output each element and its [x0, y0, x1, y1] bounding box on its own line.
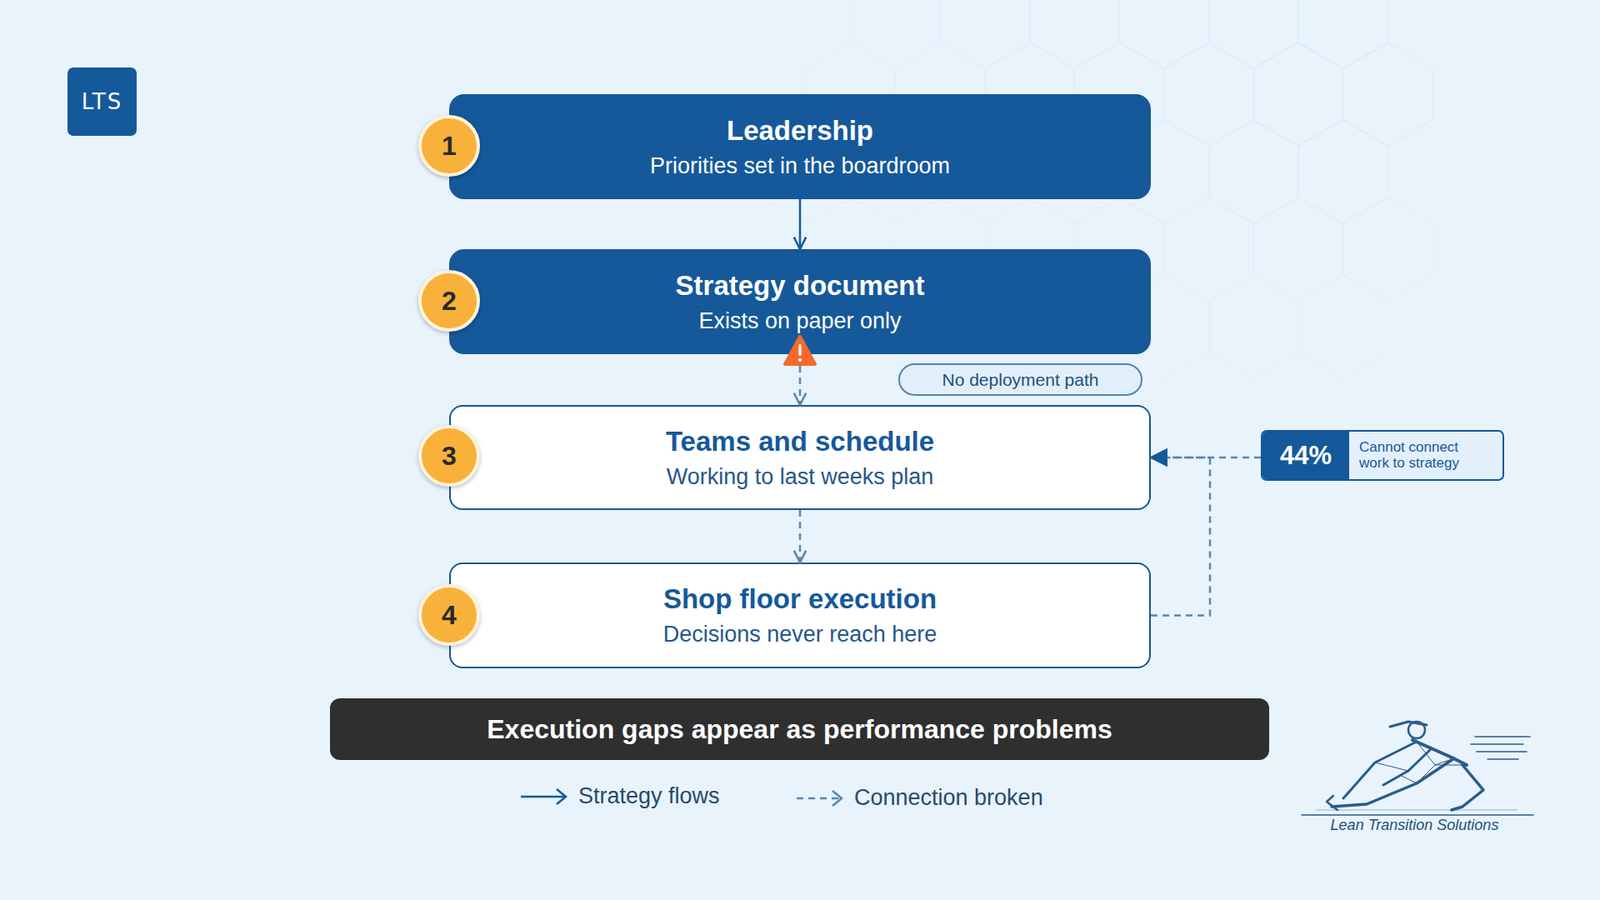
- background-hexagon: [1298, 120, 1388, 224]
- background-hexagon: [761, 0, 851, 69]
- broken-connector: [1150, 457, 1210, 616]
- step-number: 3: [418, 425, 480, 487]
- background-hexagon: [1030, 0, 1120, 69]
- box-title: Shop floor execution: [663, 583, 937, 615]
- box-subtitle: Working to last weeks plan: [666, 464, 935, 490]
- statistic-value: 44%: [1262, 431, 1350, 480]
- broken-connector: [799, 354, 802, 405]
- warning-pill: No deployment path: [898, 363, 1143, 396]
- legend-text: Connection broken: [854, 785, 1044, 811]
- broken-connector: [799, 510, 802, 563]
- process-box: LeadershipPriorities set in the boardroo…: [449, 94, 1151, 200]
- legend-sample: [794, 788, 846, 809]
- background-hexagon: [1253, 42, 1343, 146]
- step-number-text: 3: [441, 440, 457, 472]
- step-number-text: 2: [441, 285, 457, 317]
- speed-line: [1470, 743, 1524, 745]
- node-text: No deployment path: [942, 370, 1100, 390]
- legend-entry: Connection broken: [794, 785, 1044, 811]
- background-hexagon: [940, 0, 1030, 69]
- legend-line: [520, 795, 565, 798]
- background-hexagon: [1253, 197, 1343, 301]
- runner-illustration: [1301, 721, 1534, 815]
- legend-arrow-head: [556, 789, 566, 805]
- process-box: Shop floor executionDecisions never reac…: [449, 562, 1151, 669]
- background-hexagon: [1209, 275, 1299, 379]
- box-title: Teams and schedule: [665, 425, 935, 458]
- speed-line: [1487, 758, 1519, 760]
- runner-torso: [1412, 740, 1467, 765]
- warning-mark: [798, 358, 802, 362]
- box-subtitle: Exists on paper only: [698, 308, 901, 335]
- summary-band: Execution gaps appear as performance pro…: [330, 698, 1270, 760]
- box-title: Strategy document: [675, 270, 925, 302]
- background-hexagon: [1298, 275, 1388, 379]
- step-number: 4: [418, 584, 480, 646]
- speed-line: [1476, 750, 1527, 753]
- background-hexagon: [1343, 197, 1433, 301]
- process-box: Teams and scheduleWorking to last weeks …: [449, 405, 1151, 510]
- runner-leg: [1451, 765, 1484, 810]
- background-hexagon: [1209, 120, 1299, 224]
- box-subtitle: Priorities set in the boardroom: [650, 153, 950, 180]
- step-number: 1: [418, 115, 480, 177]
- legend-sample: [518, 786, 570, 807]
- runner-mesh: [1375, 741, 1467, 784]
- speed-line: [1475, 735, 1530, 738]
- background-hexagon: [1119, 0, 1209, 69]
- step-number-text: 1: [441, 130, 457, 162]
- legend-entry: Strategy flows: [518, 783, 720, 810]
- runner-leg: [1331, 758, 1455, 807]
- node-text: LTS: [81, 89, 123, 115]
- brand-name: Lean Transition Solutions: [1300, 816, 1530, 835]
- runner-cap: [1390, 721, 1427, 727]
- box-title: Leadership: [726, 115, 874, 147]
- background-hexagon: [1343, 42, 1433, 146]
- legend-line: [796, 796, 841, 800]
- background-hexagon: [1298, 0, 1388, 69]
- statistic-callout: 44%Cannot connect work to strategy: [1260, 430, 1505, 481]
- statistic-text: Cannot connect work to strategy: [1349, 431, 1480, 480]
- flow-connector: [799, 199, 802, 250]
- broken-connector: [1150, 456, 1261, 460]
- background-hexagon: [1164, 42, 1254, 146]
- process-box: Strategy documentExists on paper only: [449, 249, 1151, 355]
- background-hexagon: [1164, 197, 1254, 301]
- background-hexagon: [850, 0, 940, 69]
- legend-arrow-head: [832, 790, 842, 806]
- legend-text: Strategy flows: [578, 783, 720, 810]
- background-hexagon: [1164, 352, 1254, 456]
- step-number: 2: [418, 270, 480, 332]
- ground-line: [1316, 810, 1517, 811]
- step-number-text: 4: [441, 600, 457, 631]
- ground-line: [1301, 814, 1534, 816]
- node-text: Execution gaps appear as performance pro…: [486, 714, 1112, 745]
- box-subtitle: Decisions never reach here: [663, 621, 938, 648]
- logo-badge: LTS: [67, 67, 137, 136]
- runner-shoe: [1326, 795, 1338, 810]
- background-hexagon: [1209, 0, 1299, 69]
